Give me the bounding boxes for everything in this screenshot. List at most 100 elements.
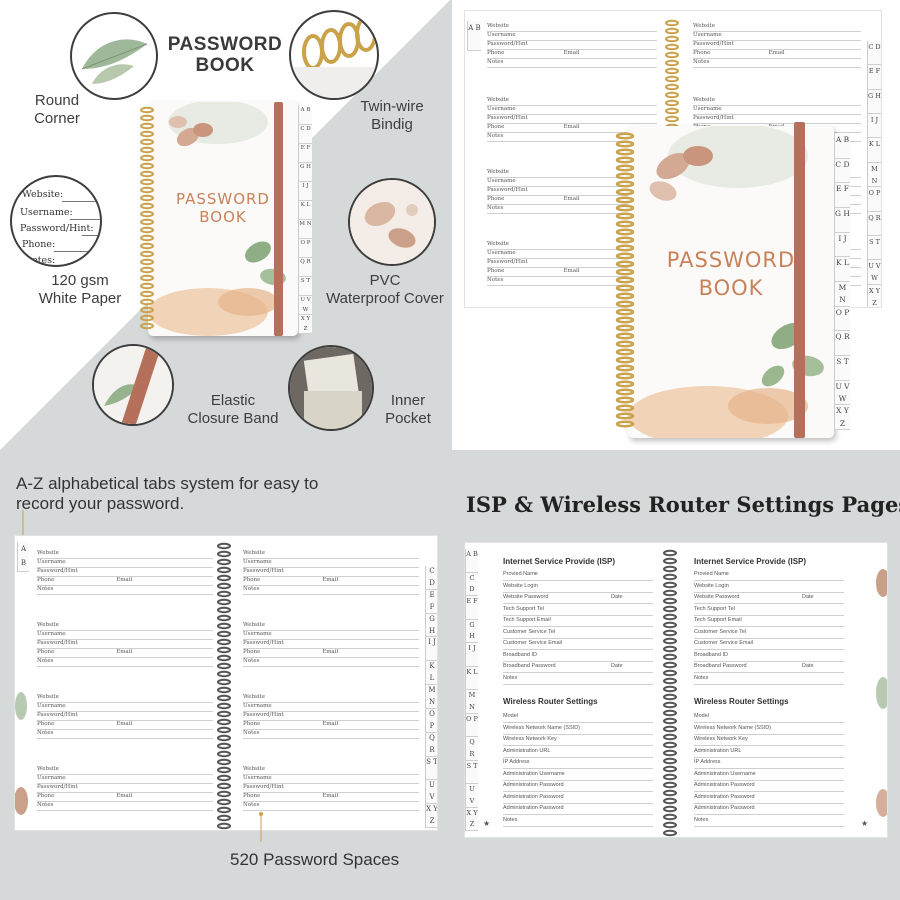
field-line[interactable] <box>243 792 419 793</box>
field-line[interactable] <box>694 802 844 804</box>
tab-5[interactable]: K L <box>835 257 850 282</box>
field-line[interactable] <box>37 630 213 631</box>
tab-6[interactable]: M N <box>299 220 312 239</box>
field-line[interactable] <box>694 614 844 616</box>
field-line[interactable] <box>503 802 653 804</box>
tab-9[interactable]: S T <box>835 356 850 381</box>
field-line[interactable] <box>694 660 844 662</box>
field-line[interactable] <box>694 768 844 769</box>
field-line[interactable] <box>503 814 653 815</box>
field-line[interactable] <box>487 213 657 214</box>
field-line[interactable] <box>693 67 861 68</box>
tab-6[interactable]: M N <box>835 282 850 307</box>
tab-10[interactable]: U V W <box>466 784 478 817</box>
field-line[interactable] <box>243 585 419 586</box>
field-line[interactable] <box>243 774 419 775</box>
tab-9[interactable]: S T <box>299 277 312 296</box>
field-line[interactable] <box>693 105 861 106</box>
field-line[interactable] <box>37 576 213 577</box>
field-line[interactable] <box>37 738 213 739</box>
field-line[interactable] <box>694 637 844 639</box>
tab-10[interactable]: U V W <box>299 296 312 315</box>
tab-1[interactable]: C D <box>299 125 312 144</box>
tab-2[interactable]: E F <box>868 65 881 90</box>
tab-10[interactable]: U V W <box>426 780 437 813</box>
field-line[interactable] <box>487 276 657 277</box>
field-line[interactable] <box>37 666 213 667</box>
field-line[interactable] <box>243 720 419 721</box>
field-line[interactable] <box>37 774 213 775</box>
field-line[interactable] <box>37 720 213 721</box>
field-line[interactable] <box>487 31 657 32</box>
field-line[interactable] <box>503 745 653 746</box>
tab-0[interactable]: A B <box>835 134 850 159</box>
tab-11[interactable]: X Y Z <box>426 804 437 828</box>
tab-8[interactable]: Q R <box>426 732 437 757</box>
field-line[interactable] <box>487 177 657 178</box>
field-line[interactable] <box>487 105 657 106</box>
field-line[interactable] <box>693 40 861 41</box>
field-line[interactable] <box>694 756 844 758</box>
field-line[interactable] <box>243 702 419 703</box>
field-line[interactable] <box>694 591 844 593</box>
tab-3[interactable]: G H <box>835 208 850 233</box>
field-line[interactable] <box>243 666 419 667</box>
tab-3[interactable]: G H <box>466 619 478 643</box>
tab-11[interactable]: X Y Z <box>868 284 881 307</box>
tab-3[interactable]: G H <box>868 89 881 115</box>
tab-2[interactable]: E F <box>299 144 312 163</box>
field-line[interactable] <box>243 594 419 595</box>
field-line[interactable] <box>37 702 213 703</box>
field-line[interactable] <box>37 801 213 802</box>
field-line[interactable] <box>487 186 657 187</box>
tab-11[interactable]: X Y Z <box>835 405 850 430</box>
field-line[interactable] <box>487 195 657 196</box>
field-line[interactable] <box>694 733 844 735</box>
tab-2[interactable]: E F <box>466 596 478 620</box>
field-line[interactable] <box>243 738 419 739</box>
tab-0[interactable]: A B <box>299 106 312 125</box>
field-line[interactable] <box>503 756 653 758</box>
field-line[interactable] <box>487 114 657 115</box>
tab-8[interactable]: Q R <box>466 737 478 761</box>
tab-9[interactable]: S T <box>868 235 881 261</box>
field-line[interactable] <box>694 649 844 650</box>
field-line[interactable] <box>243 567 419 568</box>
field-line[interactable] <box>243 729 419 730</box>
field-line[interactable] <box>37 558 213 559</box>
field-line[interactable] <box>487 58 657 59</box>
field-line[interactable] <box>503 722 653 723</box>
field-line[interactable] <box>487 285 657 286</box>
tab-7[interactable]: O P <box>835 306 850 332</box>
field-line[interactable] <box>694 779 844 781</box>
field-line[interactable] <box>37 810 213 811</box>
tab-1[interactable]: C D <box>868 41 881 66</box>
field-line[interactable] <box>694 626 844 627</box>
field-line[interactable] <box>37 783 213 784</box>
tab-1[interactable]: C D <box>426 566 437 590</box>
field-line[interactable] <box>37 594 213 595</box>
field-line[interactable] <box>243 657 419 658</box>
field-line[interactable] <box>487 267 657 268</box>
field-line[interactable] <box>693 49 861 50</box>
field-line[interactable] <box>37 792 213 793</box>
tab-0[interactable]: A B <box>466 549 478 573</box>
field-line[interactable] <box>37 585 213 586</box>
field-line[interactable] <box>487 141 657 142</box>
field-line[interactable] <box>37 729 213 730</box>
tab-6[interactable]: M N <box>466 690 478 714</box>
field-line[interactable] <box>694 745 844 746</box>
tab-7[interactable]: O P <box>299 239 312 258</box>
tab-8[interactable]: Q R <box>835 331 850 356</box>
field-line[interactable] <box>37 648 213 649</box>
field-line[interactable] <box>694 580 844 581</box>
field-line[interactable] <box>243 783 419 784</box>
field-line[interactable] <box>243 810 419 811</box>
tab-6[interactable]: M N <box>426 685 437 709</box>
field-line[interactable] <box>487 67 657 68</box>
field-line[interactable] <box>37 711 213 712</box>
field-line[interactable] <box>243 558 419 559</box>
tab-9[interactable]: S T <box>426 756 437 781</box>
tab-4[interactable]: I J <box>835 232 850 258</box>
tab-10[interactable]: U V W <box>868 260 881 285</box>
